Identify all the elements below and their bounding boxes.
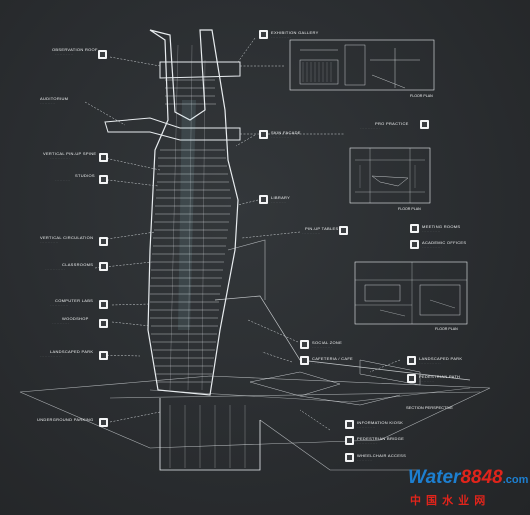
info-icon	[345, 420, 354, 429]
watermark-logo: Water8848.com	[408, 467, 528, 489]
label-underground-parking: UNDERGROUND PARKING	[37, 417, 94, 422]
sub-studios: · · · · · · · · · ·	[55, 179, 71, 182]
sub-pedestrian-bridge: · · · · · · · · · · · · ·	[357, 442, 377, 445]
watermark-part1: Water	[408, 467, 461, 488]
sub-landscaped-park-left: · · · · · · · · · · · · · ·	[40, 355, 62, 358]
label-pin-up-tables: PIN-UP TABLES	[305, 226, 339, 231]
pin-board-icon	[99, 153, 108, 162]
sub-wheelchair-access: · · · · · · · · · ·	[357, 459, 373, 462]
floor-plans	[289, 39, 468, 325]
watermark-chinese: 中 国 水 业 网	[410, 495, 487, 507]
sub-observation-roof: · · · · · · · · · · · ·	[55, 53, 74, 56]
floor-plan-3-title: FLOOR PLAN	[435, 327, 458, 331]
floor-plan-2-title: FLOOR PLAN	[398, 207, 421, 211]
elevator-icon	[99, 237, 108, 246]
social-icon	[300, 340, 309, 349]
label-pro-practice: PRO PRACTICE	[375, 121, 409, 126]
sub-vertical-circulation: · · · · · · · · · · · ·	[40, 241, 59, 244]
sub-academic-offices: · · · · · · · · · · · · ·	[422, 246, 442, 249]
underground-structure	[159, 398, 261, 471]
sub-pro-practice: · · · · · · · · · · · · ·	[360, 127, 380, 130]
park-tree-icon	[407, 356, 416, 365]
label-wheelchair-access: WHEELCHAIR ACCESS	[357, 453, 407, 458]
label-library: LIBRARY	[271, 195, 291, 200]
wheelchair-icon	[345, 453, 354, 462]
label-academic-offices: ACADEMIC OFFICES	[422, 240, 467, 245]
sub-woodshop: · · · · · · · · · · ·	[52, 322, 69, 325]
watermark-part2: 8848	[460, 467, 503, 488]
sub-pin-up-tables: · · · · · · · · · · · ·	[302, 232, 321, 235]
floor-plan-2	[349, 147, 431, 204]
label-woodshop: WOODSHOP	[62, 316, 89, 321]
label-vertical-circulation: VERTICAL CIRCULATION	[40, 235, 94, 240]
table-icon	[339, 226, 348, 235]
binoculars-icon	[98, 50, 107, 59]
floor-plan-3	[354, 261, 468, 325]
label-observation-roof: OBSERVATION ROOF	[52, 47, 98, 52]
ground-plane	[19, 375, 491, 449]
label-cafeteria: CAFETERIA / CAFE	[312, 356, 354, 361]
facade-icon	[259, 130, 268, 139]
tower-outline	[147, 29, 239, 396]
tree-icon	[99, 351, 108, 360]
floor-plan-1-title: FLOOR PLAN	[410, 94, 433, 98]
label-social-zone: SOCIAL ZONE	[312, 340, 343, 345]
sub-computer-labs: · · · · · · · · · · · ·	[50, 304, 69, 307]
sub-social-zone: · · · · · · · · · · · · ·	[312, 346, 332, 349]
label-skin-facade: SKIN FACADE	[271, 130, 301, 135]
pedestrian-icon	[345, 436, 354, 445]
sub-classrooms: · · · · · · · · · · · · ·	[45, 268, 65, 271]
label-landscaped-park-right: LANDSCAPED PARK	[419, 356, 463, 361]
label-pedestrian-bridge: PEDESTRIAN BRIDGE	[357, 436, 405, 441]
sub-pin-up-spine: · · · · · · · · · · · · ·	[50, 157, 70, 160]
gallery-icon	[259, 30, 268, 39]
label-meeting-rooms: MEETING ROOMS	[422, 224, 461, 229]
sub-pedestrian-path: · · · · · · · · · ·	[419, 380, 435, 383]
sub-information-kiosk: · · · · · · · · · · · ·	[357, 426, 376, 429]
sub-landscaped-park-right: · · · · · · · · · · · · · ·	[419, 362, 441, 365]
briefcase-icon	[420, 120, 429, 129]
drafting-icon	[99, 175, 108, 184]
cup-icon	[300, 356, 309, 365]
sub-library: · · · · · · · · · ·	[271, 201, 287, 204]
sub-cafeteria: · · · · · · · · · · ·	[312, 362, 329, 365]
label-information-kiosk: INFORMATION KIOSK	[357, 420, 404, 425]
label-computer-labs: COMPUTER LABS	[55, 298, 94, 303]
sub-exhibition-gallery: · · · · · · · · · · · · ·	[271, 36, 291, 39]
walking-icon	[407, 374, 416, 383]
floor-plan-1	[289, 39, 435, 91]
label-studios: STUDIOS	[75, 173, 95, 178]
section-perspective-title: SECTION PERSPECTIVE	[406, 405, 453, 410]
classroom-icon	[99, 262, 108, 271]
label-landscaped-park-left: LANDSCAPED PARK	[50, 349, 94, 354]
label-auditorium: AUDITORIUM	[40, 96, 69, 101]
office-icon	[410, 240, 419, 249]
label-exhibition-gallery: EXHIBITION GALLERY	[271, 30, 319, 35]
leader-lines	[84, 37, 401, 431]
label-pedestrian-path: PEDESTRIAN PATH	[419, 374, 461, 379]
car-icon	[99, 418, 108, 427]
label-vertical-pin-up-spine: VERTICAL PIN-UP SPINE	[43, 151, 97, 156]
book-icon	[259, 195, 268, 204]
floor-slabs	[150, 79, 231, 383]
sub-skin-facade: · · · · · · · · · · · · ·	[271, 136, 291, 139]
watermark-part3: .com	[502, 474, 529, 486]
sub-meeting-rooms: · · · · · · · · · · · ·	[422, 230, 441, 233]
meeting-icon	[410, 224, 419, 233]
label-classrooms: CLASSROOMS	[62, 262, 94, 267]
saw-icon	[99, 319, 108, 328]
computer-icon	[99, 300, 108, 309]
sub-auditorium: · · · · · · · · · ·	[40, 102, 56, 105]
